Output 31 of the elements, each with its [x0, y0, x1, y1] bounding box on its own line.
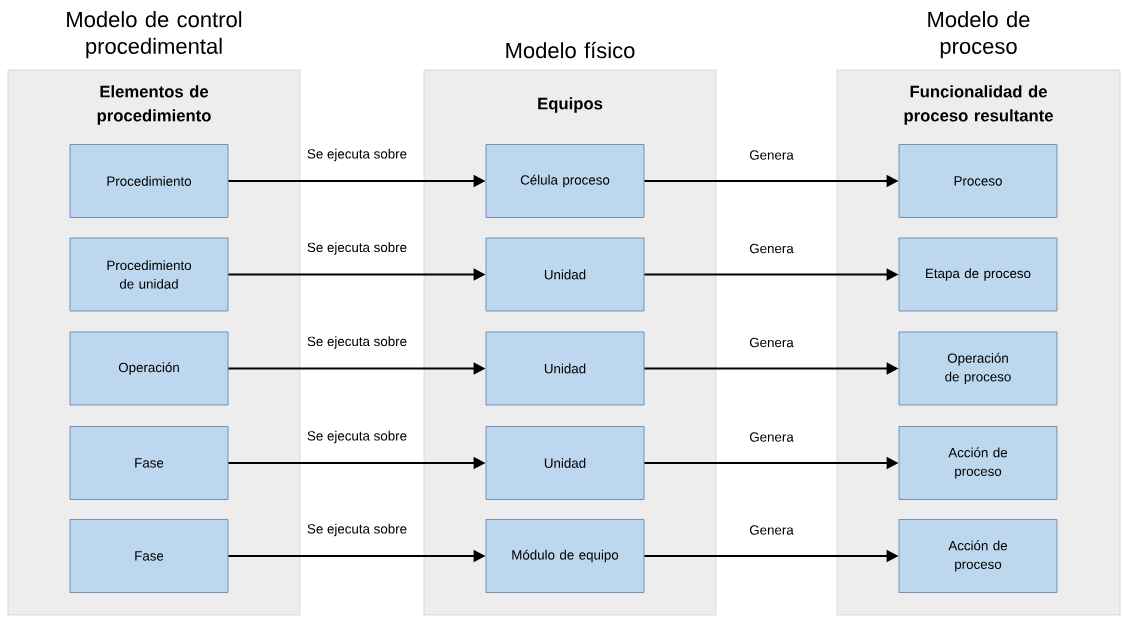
edge-label: Se ejecuta sobre	[307, 336, 407, 349]
process-box: Módulo de equipo	[485, 519, 645, 593]
panel-title: Modelo de control procedimental	[67, 11, 242, 59]
process-box: Procedimiento	[69, 144, 229, 218]
edge-label: Genera	[749, 243, 794, 254]
process-box: Acción de proceso	[898, 519, 1058, 593]
process-box: Unidad	[485, 331, 645, 406]
process-box: Fase	[69, 426, 229, 500]
edge-label: Se ejecuta sobre	[307, 523, 407, 537]
process-box: Célula proceso	[485, 144, 645, 218]
panel-title: Modelo físico	[506, 41, 635, 59]
panel-title: Modelo de proceso	[928, 11, 1030, 59]
process-box: Operación	[69, 331, 229, 406]
edge-label: Se ejecuta sobre	[307, 242, 407, 255]
process-box: Procedimiento de unidad	[69, 237, 229, 312]
edge-label: Se ejecuta sobre	[307, 430, 407, 444]
process-box: Etapa de proceso	[898, 237, 1058, 312]
panel-heading: Elementos de procedimiento	[97, 85, 211, 125]
process-box: Fase	[69, 519, 229, 593]
process-box: Unidad	[485, 237, 645, 312]
edge-label: Genera	[749, 525, 794, 535]
process-box: Acción de proceso	[898, 426, 1058, 500]
process-box: Unidad	[485, 426, 645, 500]
edge-label: Genera	[749, 337, 794, 348]
panel-heading: Equipos	[538, 97, 603, 113]
process-box: Operación de proceso	[898, 331, 1058, 406]
process-box: Proceso	[898, 144, 1058, 218]
edge-label: Genera	[749, 432, 794, 442]
edge-label: Genera	[749, 150, 794, 160]
edge-label: Se ejecuta sobre	[307, 148, 407, 162]
panel-heading: Funcionalidad de proceso resultante	[904, 85, 1053, 125]
